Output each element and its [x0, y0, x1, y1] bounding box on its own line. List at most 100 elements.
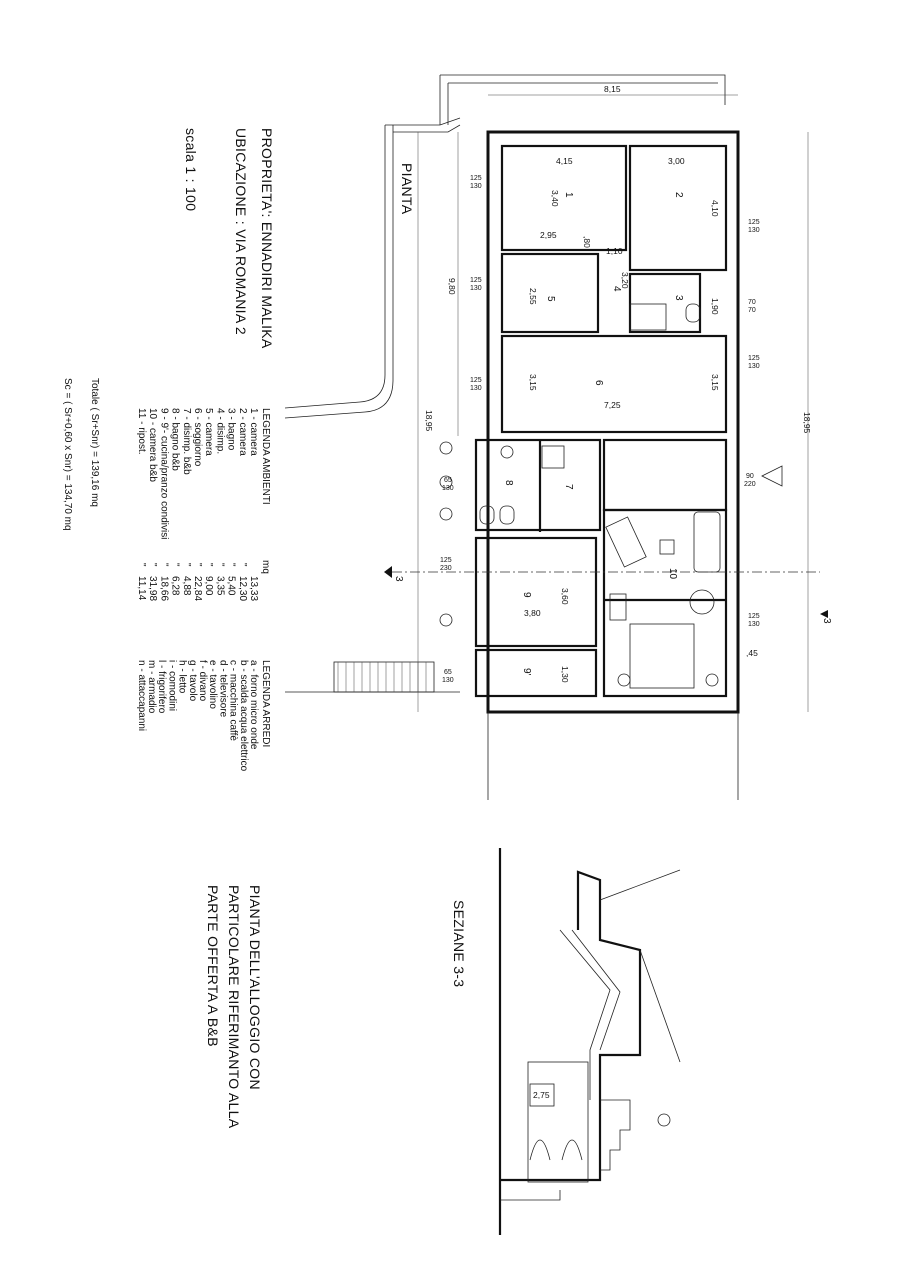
plan-label: PIANTA	[399, 163, 415, 215]
window-label-a-bot: 130	[470, 183, 482, 190]
legend-room-label: 1 - camera	[248, 408, 259, 456]
window-label-k-top: 65	[444, 669, 452, 676]
room-number-3: 3	[673, 295, 684, 301]
window-label-b-bot: 130	[470, 285, 482, 292]
pillars	[439, 441, 453, 627]
legend-furniture-item: h - letto	[177, 660, 188, 694]
legend-room-value: 5,40	[226, 576, 237, 596]
dim-3-00: 3,00	[668, 156, 685, 166]
window-label-g-bot: 220	[744, 481, 756, 488]
legend-room-label: 10 - camera b&b	[147, 408, 158, 482]
legend-room-value: 11,14	[136, 576, 147, 601]
title-block: PROPRIETA': ENNADIRI MALIKA UBICAZIONE :…	[183, 128, 415, 349]
dim-overall-length-right: 18,95	[802, 412, 812, 434]
plan-walls	[474, 130, 740, 800]
legend-room-value: 22,84	[192, 576, 203, 601]
window-label-h-top: 65	[444, 477, 452, 484]
legend-room-ditto: "	[147, 563, 158, 567]
window-label-f-bot: 130	[748, 363, 760, 370]
room-number-7: 7	[563, 484, 574, 490]
legend-furniture-item: g - tavolo	[187, 660, 198, 702]
window-label-e-top: 70	[748, 299, 756, 306]
legend-room-value: 31,98	[147, 576, 158, 601]
legend-room-value: 12,30	[237, 576, 248, 601]
window-label-h-bot: 130	[442, 485, 454, 492]
legend-furniture-item: l - frigorifero	[156, 660, 167, 714]
window-label-j-top: 125	[748, 613, 760, 620]
window-label-a-top: 125	[470, 175, 482, 182]
legend-room-value: 9,00	[203, 576, 214, 596]
legend-room-label: 7 - disimp. b&b	[181, 408, 192, 475]
room-number-10: 10	[667, 568, 678, 580]
dim-1-90: 1,90	[710, 298, 720, 315]
legend-room-label: 8 - bagno b&b	[170, 408, 181, 471]
dimensions: 8,15 18,95 18,95 9,80 4,15 3,00 3,40 4,1…	[417, 84, 812, 712]
exterior-stairs	[333, 661, 435, 693]
section-drawing: SEZIANE 3-3 2,75	[451, 848, 681, 1235]
room-number-6: 6	[593, 380, 604, 386]
dim-1-10: 1,10	[606, 246, 623, 256]
totals-line: Totale ( Sr+Snr) = 139,16 mq	[89, 378, 100, 507]
legend-room-label: 4 - disimp.	[214, 408, 225, 454]
dim-overall-length-left: 18,95	[424, 410, 434, 432]
description-line-2: PARTICOLARE RIFERIMANTO ALLA	[226, 885, 242, 1129]
legend-room-label: 5 - camera	[203, 408, 214, 456]
legend-room-ditto: "	[214, 563, 225, 567]
location-title: UBICAZIONE : VIA ROMANIA 2	[233, 128, 249, 335]
legend-room-value: 6,28	[170, 576, 181, 596]
legend-furniture-item: b - scalda acqua elettrico	[238, 660, 249, 772]
legend-room-label: 3 - bagno	[226, 408, 237, 451]
legend-furniture-item: a - forno micro onde	[248, 660, 259, 750]
legend-room-ditto: "	[226, 563, 237, 567]
dim-4-10: 4,10	[710, 200, 720, 217]
room-number-8: 8	[503, 480, 514, 486]
legend-furniture-heading: LEGENDA ARREDI	[260, 660, 271, 747]
window-label-b-top: 125	[470, 277, 482, 284]
dim-3-60: 3,60	[560, 588, 570, 605]
legend-room-value: 18,66	[158, 576, 169, 601]
legend-room-value: 4,88	[181, 576, 192, 596]
dim-3-15a: 3,15	[528, 374, 538, 391]
window-label-d-top: 125	[748, 219, 760, 226]
section-mark-right: 3	[821, 618, 832, 624]
description-line-1: PIANTA DELL'ALLOGGIO CON	[247, 885, 263, 1090]
dim-3-20: 3,20	[620, 272, 630, 289]
section-line: 3 3	[384, 465, 832, 624]
dim-3-80: 3,80	[524, 608, 541, 618]
legend-room-ditto: "	[192, 563, 203, 567]
room-number-5: 5	[545, 296, 556, 302]
sc-line: Sc = ( Sr+0,60 x Snr) = 134,70 mq	[62, 378, 73, 531]
legend-room-ditto: "	[170, 563, 181, 567]
window-label-k-bot: 130	[442, 677, 454, 684]
window-label-f-top: 125	[748, 355, 760, 362]
legend-room-ditto: "	[203, 563, 214, 567]
description-line-3: PARTE OFFERTA A B&B	[205, 885, 221, 1047]
dim-3-40: 3,40	[550, 190, 560, 207]
dim-80: ,80	[582, 236, 592, 248]
dim-2-95: 2,95	[540, 230, 557, 240]
legend-room-ditto: "	[158, 563, 169, 567]
dim-left-depth: 9,80	[447, 278, 457, 295]
legend-furniture-item: i - comodini	[166, 660, 177, 711]
dim-7-25: 7,25	[604, 400, 621, 410]
legend-room-ditto: "	[181, 563, 192, 567]
window-label-i-top: 125	[440, 557, 452, 564]
dim-4-15: 4,15	[556, 156, 573, 166]
window-label-i-bot: 230	[440, 565, 452, 572]
window-label-c-bot: 130	[470, 385, 482, 392]
legend-room-ditto: "	[136, 563, 147, 567]
room-number-4: 4	[611, 286, 622, 292]
legend-furniture-item: d - televisore	[217, 660, 228, 718]
window-label-g-top: 90	[746, 473, 754, 480]
window-label-j-bot: 130	[748, 621, 760, 628]
legend-room-label: 9 - 9'- cucina/pranzo condivisi	[158, 408, 169, 539]
dim-1-30: 1,30	[560, 666, 570, 683]
legend-furniture-item: e - tavolino	[207, 660, 218, 709]
dim-overall-width: 8,15	[604, 84, 621, 94]
legend-rooms-unit: mq	[260, 560, 271, 574]
legend-furniture-item: m - armadio	[146, 660, 157, 714]
